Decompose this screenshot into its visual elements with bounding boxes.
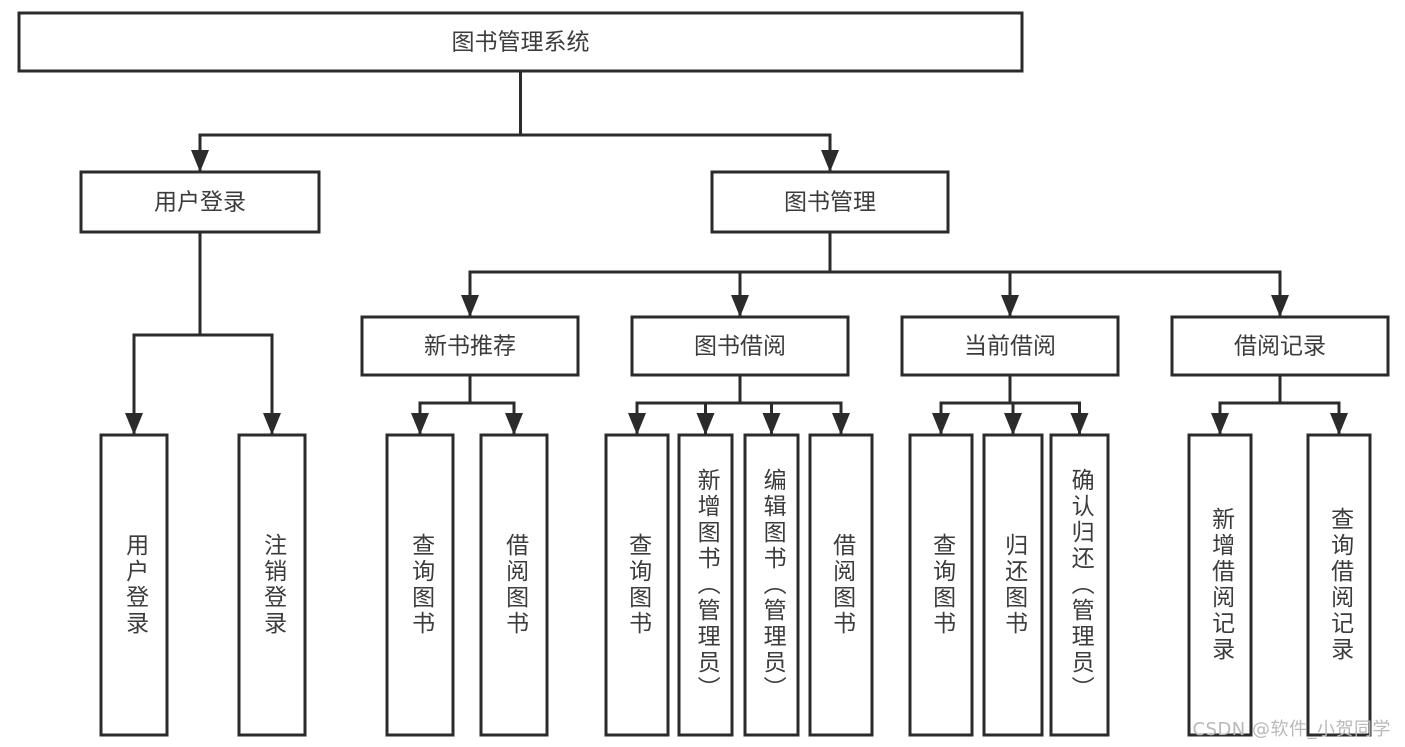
node-user-login-label: 用户登录 <box>154 190 246 216</box>
node-leaf-add-borrow-record[interactable] <box>1187 433 1253 737</box>
node-new-book-recommend-label: 新书推荐 <box>424 334 516 360</box>
node-leaf-query-book-current[interactable] <box>908 433 974 737</box>
node-leaf-confirm-return-admin[interactable] <box>1049 433 1110 737</box>
edge-book-borrow-arrow-3 <box>832 413 850 435</box>
watermark-text: CSDN @软件_小贺同学 <box>1192 719 1391 740</box>
edge-book-manage-arrow-3 <box>1271 295 1289 317</box>
edge-book-manage-arrow-2 <box>1001 295 1019 317</box>
edge-current-borrow-arrow-1 <box>1004 413 1022 435</box>
edge-borrow-record-arrow-1 <box>1330 413 1348 435</box>
edge-root-arrow-0 <box>191 150 209 172</box>
edge-book-borrow-arrow-1 <box>696 413 715 435</box>
node-book-borrow-label: 图书借阅 <box>694 334 786 360</box>
node-book-borrow[interactable] <box>630 315 850 377</box>
node-leaf-edit-book-admin[interactable] <box>743 433 800 737</box>
node-leaf-user-login[interactable] <box>99 433 169 737</box>
edge-current-borrow-arrow-2 <box>1070 413 1089 435</box>
node-leaf-logout[interactable] <box>237 433 307 737</box>
node-current-borrow[interactable] <box>900 315 1120 377</box>
node-leaf-add-book-admin[interactable] <box>677 433 734 737</box>
node-user-login[interactable] <box>79 170 321 234</box>
nodes-layer <box>17 11 1390 737</box>
edges-layer <box>125 69 1348 437</box>
edge-borrow-record-arrow-0 <box>1211 413 1229 435</box>
edge-user-login-arrow-1 <box>263 413 281 435</box>
edge-current-borrow-arrow-0 <box>932 413 950 435</box>
edge-book-borrow-arrow-0 <box>628 413 646 435</box>
node-leaf-borrow-book-rec[interactable] <box>479 433 549 737</box>
node-root[interactable] <box>17 11 1024 73</box>
node-borrow-record[interactable] <box>1170 315 1390 377</box>
edge-root-arrow-1 <box>821 150 839 172</box>
node-book-manage[interactable] <box>710 170 950 234</box>
edge-user-login-arrow-0 <box>125 413 143 435</box>
node-leaf-query-borrow-record[interactable] <box>1306 433 1372 737</box>
node-borrow-record-label: 借阅记录 <box>1234 334 1326 360</box>
edge-book-manage-arrow-0 <box>461 295 479 317</box>
node-current-borrow-label: 当前借阅 <box>964 334 1056 360</box>
edge-new-book-recommend-arrow-1 <box>505 413 523 435</box>
node-book-manage-label: 图书管理 <box>784 190 876 216</box>
node-leaf-borrow-book[interactable] <box>808 433 874 737</box>
edge-book-manage-arrow-1 <box>731 295 749 317</box>
node-leaf-query-book-borrow[interactable] <box>604 433 670 737</box>
edge-new-book-recommend-arrow-0 <box>411 413 429 435</box>
node-new-book-recommend[interactable] <box>360 315 580 377</box>
node-leaf-return-book[interactable] <box>982 433 1044 737</box>
node-root-label: 图书管理系统 <box>452 30 590 56</box>
node-leaf-query-book-rec[interactable] <box>385 433 455 737</box>
edge-book-borrow-arrow-2 <box>762 413 781 435</box>
